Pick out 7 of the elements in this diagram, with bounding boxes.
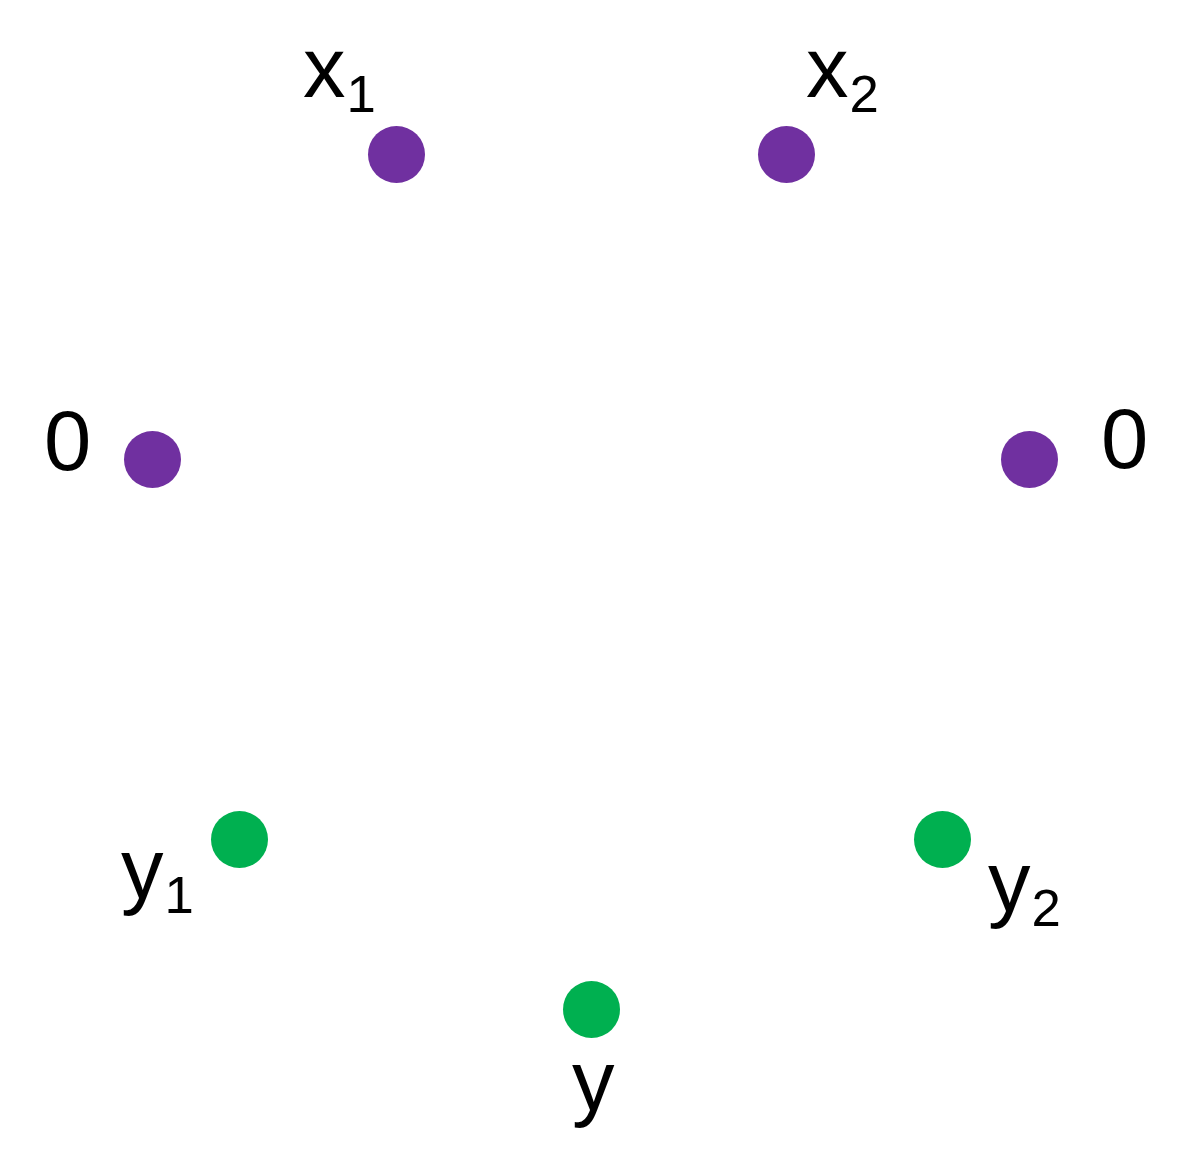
vertex-label: y: [572, 1038, 615, 1130]
vertex-label: 0: [44, 398, 92, 490]
vertex-label: y$_{1}$: [121, 826, 194, 926]
vertex-label: y$_{2}$: [988, 839, 1061, 939]
vertex-label: x$_{2}$: [806, 25, 879, 125]
vertex-label: x$_{1}$: [303, 25, 376, 125]
vertex-label: 0: [1101, 396, 1149, 488]
